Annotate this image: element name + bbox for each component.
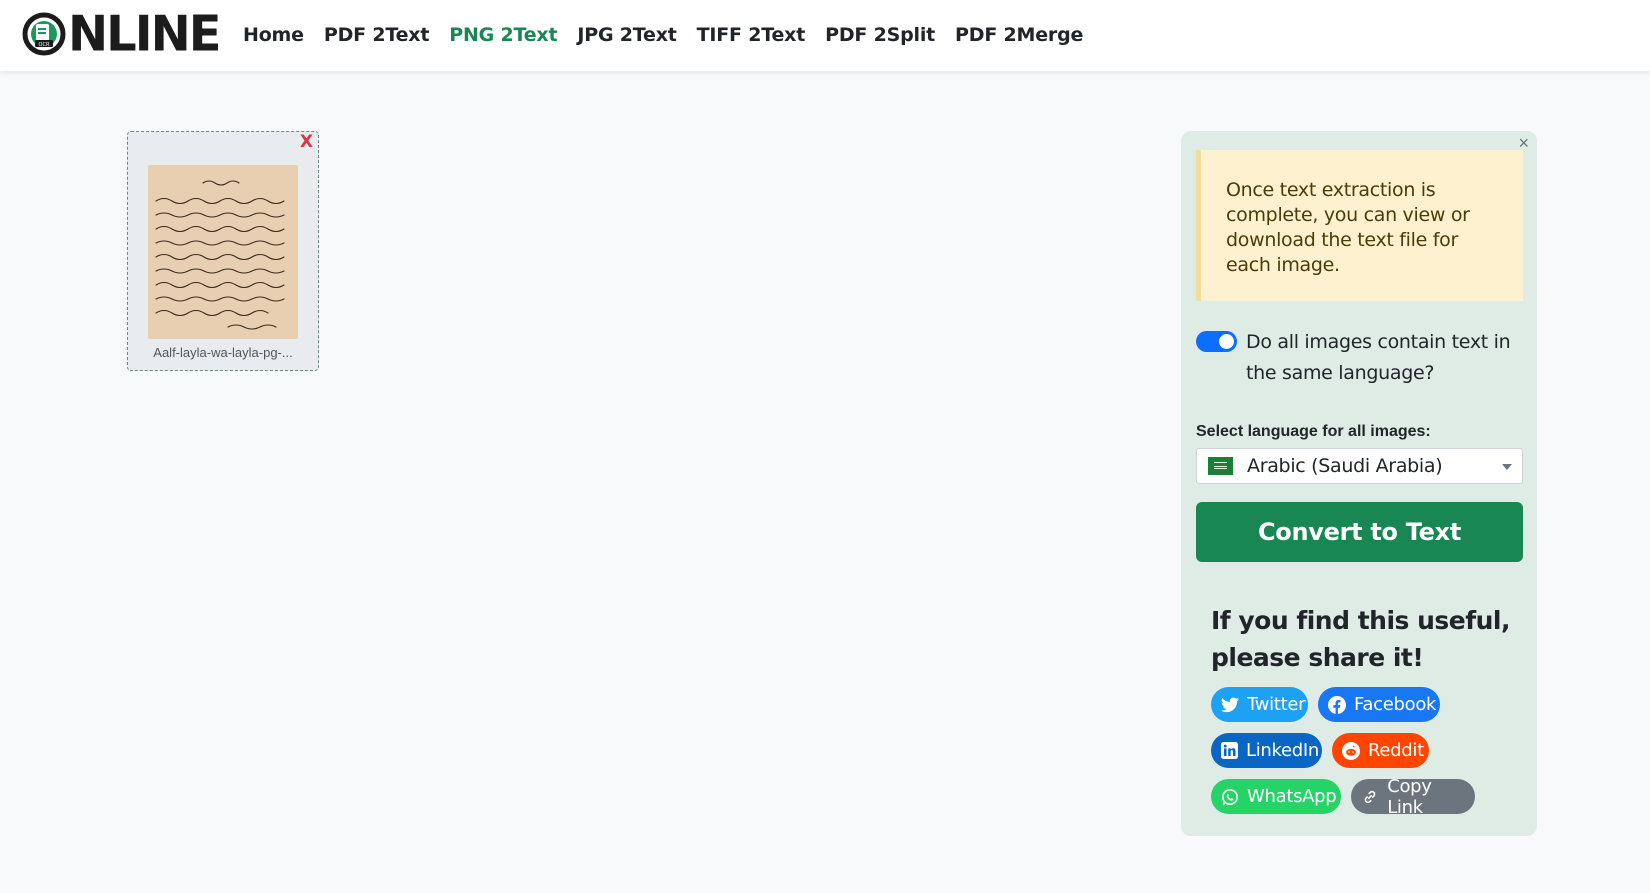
info-alert: Once text extraction is complete, you ca… — [1196, 150, 1523, 301]
share-whatsapp-label: WhatsApp — [1247, 786, 1337, 807]
reddit-icon — [1342, 741, 1360, 761]
conversion-panel: × Once text extraction is complete, you … — [1181, 131, 1537, 836]
link-icon — [1361, 787, 1379, 807]
nav-pdf-2text[interactable]: PDF 2Text — [323, 24, 430, 46]
language-select-value: Arabic (Saudi Arabia) — [1247, 455, 1443, 477]
nav-tiff-2text[interactable]: TIFF 2Text — [696, 24, 806, 46]
logo-badge-text: OCR — [39, 42, 50, 48]
panel-close-button[interactable]: × — [1518, 133, 1529, 153]
share-linkedin-label: LinkedIn — [1246, 740, 1320, 761]
copy-link-button[interactable]: Copy Link — [1351, 776, 1475, 818]
remove-image-button[interactable]: X — [299, 132, 313, 152]
logo-text: NLINE — [68, 5, 222, 63]
share-twitter-button[interactable]: Twitter — [1211, 687, 1308, 722]
nav-home[interactable]: Home — [243, 24, 304, 46]
language-select[interactable]: Arabic (Saudi Arabia) — [1196, 448, 1523, 484]
share-linkedin-button[interactable]: LinkedIn — [1211, 733, 1322, 768]
same-language-toggle-label: Do all images contain text in the same l… — [1246, 331, 1511, 384]
linkedin-icon — [1221, 741, 1238, 761]
convert-to-text-button[interactable]: Convert to Text — [1196, 502, 1523, 562]
ocr-logo-icon: OCR — [22, 12, 66, 56]
image-file-name: Aalf-layla-wa-layla-pg-... — [153, 345, 293, 360]
twitter-icon — [1221, 695, 1239, 715]
main-nav: Home PDF 2Text PNG 2Text JPG 2Text TIFF … — [243, 22, 1103, 48]
share-whatsapp-button[interactable]: WhatsApp — [1211, 779, 1341, 814]
uploaded-image-card: X Aalf-layla-wa-layla-pg-... — [127, 131, 319, 371]
share-twitter-label: Twitter — [1247, 694, 1306, 715]
saudi-arabia-flag-icon — [1208, 457, 1233, 475]
manuscript-preview — [148, 165, 298, 339]
language-select-label: Select language for all images: — [1196, 423, 1431, 440]
image-thumbnail[interactable] — [148, 165, 298, 339]
chevron-down-icon — [1502, 464, 1512, 470]
same-language-toggle-row: Do all images contain text in the same l… — [1196, 327, 1526, 389]
share-reddit-label: Reddit — [1368, 740, 1424, 761]
nav-pdf-2split[interactable]: PDF 2Split — [825, 24, 936, 46]
facebook-icon — [1328, 695, 1346, 715]
share-facebook-button[interactable]: Facebook — [1318, 687, 1440, 722]
whatsapp-icon — [1221, 787, 1239, 807]
nav-png-2text[interactable]: PNG 2Text — [449, 24, 558, 46]
share-reddit-button[interactable]: Reddit — [1332, 733, 1429, 768]
same-language-toggle[interactable] — [1196, 331, 1237, 352]
nav-pdf-2merge[interactable]: PDF 2Merge — [955, 24, 1084, 46]
share-heading: If you find this useful, please share it… — [1211, 606, 1510, 672]
top-navbar: OCR NLINE Home PDF 2Text PNG 2Text JPG 2… — [0, 0, 1650, 71]
nav-jpg-2text[interactable]: JPG 2Text — [577, 24, 677, 46]
copy-link-label: Copy Link — [1387, 775, 1432, 818]
share-facebook-label: Facebook — [1354, 694, 1437, 715]
site-logo[interactable]: OCR NLINE — [22, 5, 222, 63]
